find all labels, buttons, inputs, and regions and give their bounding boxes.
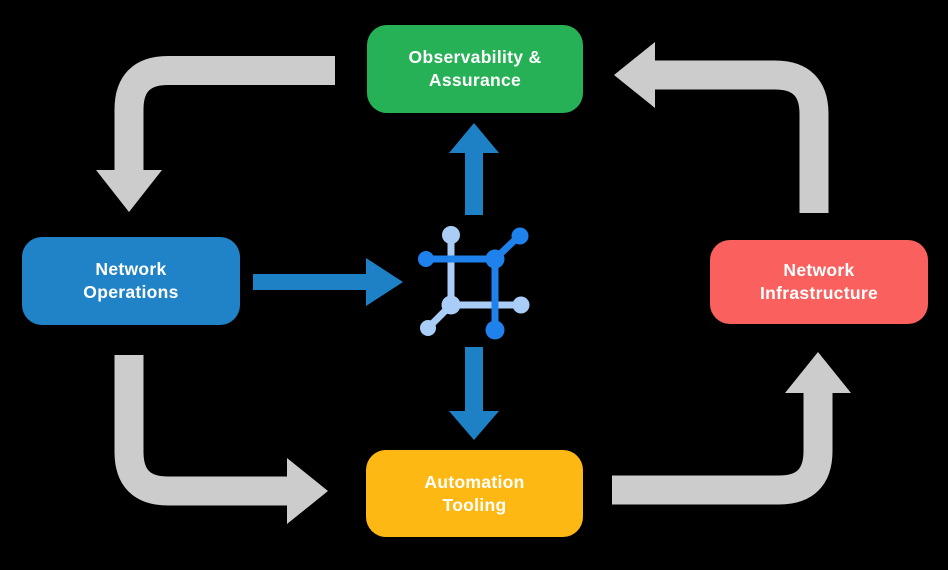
arrow-head-left bbox=[614, 42, 655, 108]
node-label-line: Network bbox=[95, 259, 167, 279]
arrow-shaft bbox=[612, 392, 833, 505]
node-network-operations: Network Operations bbox=[22, 237, 240, 325]
node-automation-tooling: Automation Tooling bbox=[366, 450, 583, 537]
arrow-shaft bbox=[654, 60, 829, 213]
arrow-observability-to-operations bbox=[96, 56, 335, 212]
mesh-light-branches bbox=[420, 226, 530, 336]
arrow-head-right bbox=[287, 458, 328, 524]
node-label-line: Operations bbox=[83, 282, 179, 302]
arrow-head-down bbox=[96, 170, 162, 212]
arrow-head-up bbox=[449, 123, 499, 153]
mesh-dark-branches bbox=[418, 227, 529, 340]
node-network-infrastructure: Network Infrastructure bbox=[710, 240, 928, 324]
arrow-head-down bbox=[449, 411, 499, 440]
arrow-shaft bbox=[114, 56, 335, 171]
node-label-line: Automation bbox=[424, 471, 525, 492]
node-label-line: Tooling bbox=[442, 494, 507, 515]
node-label-line: Observability & bbox=[408, 47, 542, 67]
node-label-line: Infrastructure bbox=[760, 283, 878, 303]
arrow-head-up bbox=[785, 352, 851, 393]
arrow-automation-to-infrastructure bbox=[612, 352, 851, 505]
arrow-operations-to-core bbox=[253, 258, 403, 306]
arrow-shaft bbox=[114, 355, 288, 506]
node-observability-assurance: Observability & Assurance bbox=[367, 25, 583, 113]
arrow-core-to-observability bbox=[449, 123, 499, 215]
node-label-line: Assurance bbox=[428, 70, 522, 90]
arrow-infrastructure-to-observability bbox=[614, 42, 829, 213]
arrow-head-right bbox=[366, 258, 403, 306]
arrow-operations-to-automation bbox=[114, 355, 328, 524]
arrow-core-to-automation bbox=[449, 347, 499, 440]
node-label-line: Network bbox=[783, 260, 855, 280]
